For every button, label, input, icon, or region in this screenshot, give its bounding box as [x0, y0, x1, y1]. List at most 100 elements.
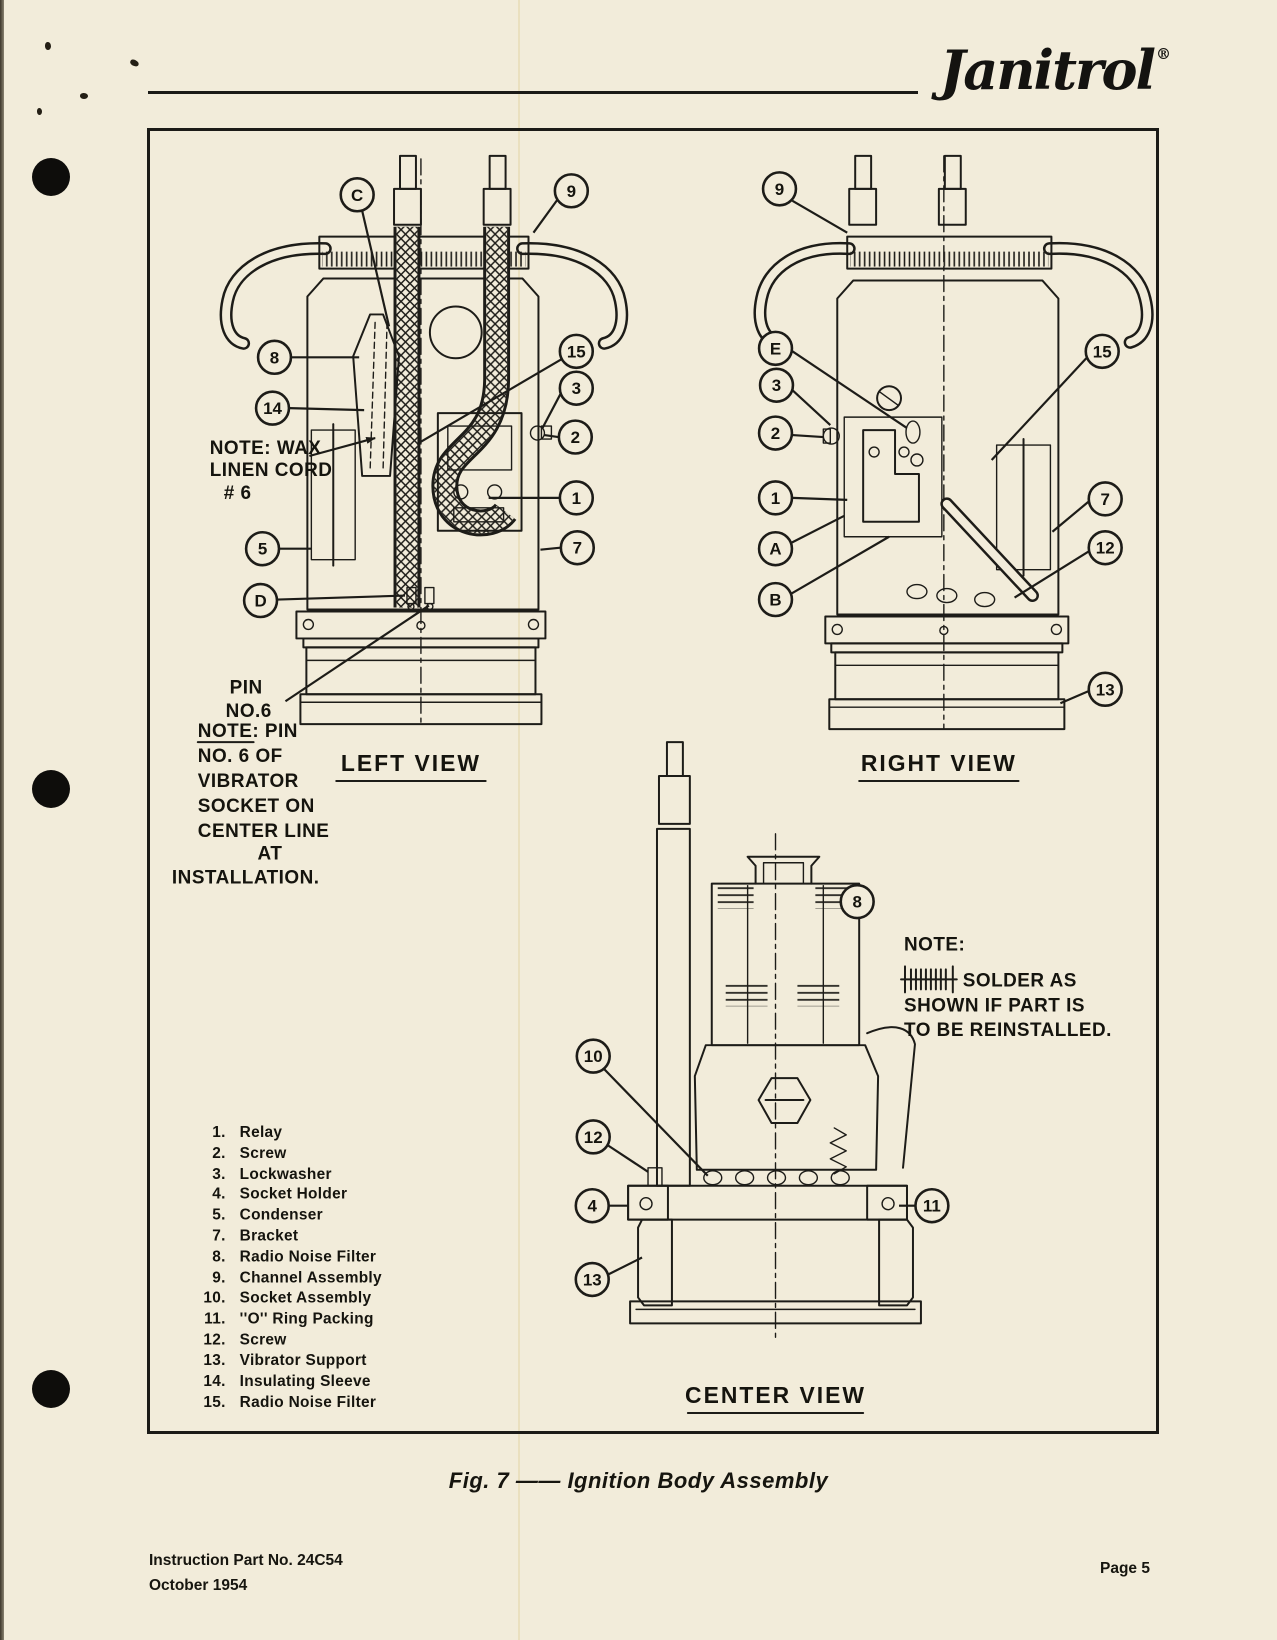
callout-label: 9 [775, 180, 784, 199]
callout-2: 2 [557, 419, 594, 455]
hole-punch [32, 158, 70, 196]
callout-C: C [339, 177, 375, 213]
header-rule [148, 91, 918, 94]
parts-list-num: 14. [203, 1373, 225, 1390]
parts-list-num: 7. [212, 1228, 225, 1245]
figure-box: C 9 8 14 15 3 2 1 7 5 D NOTE: WAX LINEN … [147, 128, 1159, 1434]
solder-note-heading: NOTE: [904, 934, 965, 955]
right-view-callouts: 9 E 3 2 1 A B 15 7 12 13 [757, 171, 1123, 708]
parts-list-name: Condenser [240, 1207, 323, 1224]
pin-note-lead: NOTE [198, 721, 253, 742]
callout-12: 12 [575, 1119, 611, 1155]
parts-list-num: 4. [212, 1186, 225, 1203]
callout-2: 2 [757, 415, 794, 451]
parts-list-num: 15. [203, 1394, 225, 1411]
figure-caption: Fig. 7 —— Ignition Body Assembly [448, 1468, 829, 1493]
parts-list-name: Radio Noise Filter [240, 1249, 377, 1266]
pin-note-line: INSTALLATION. [172, 868, 320, 889]
pin-label-line: PIN [230, 677, 263, 698]
callout-label: 3 [772, 376, 781, 395]
callout-9: 9 [553, 173, 590, 209]
right-view-notes: RIGHT VIEW [858, 750, 1020, 782]
callout-8: 8 [256, 339, 293, 376]
ink-speck [80, 93, 88, 99]
scan-crease [518, 0, 520, 1640]
solder-hatch-icon [900, 965, 958, 994]
parts-list-name: Insulating Sleeve [240, 1373, 371, 1390]
parts-list-num: 10. [203, 1289, 225, 1306]
callout-label: 5 [258, 540, 267, 559]
callout-label: 12 [1096, 539, 1115, 558]
pin-label-line: NO.6 [226, 701, 272, 722]
callout-label: 15 [567, 342, 586, 361]
left-view-drawing [219, 154, 629, 728]
callout-13: 13 [1087, 671, 1123, 708]
pin-note-line: AT [258, 844, 283, 865]
callout-1: 1 [757, 480, 794, 516]
parts-list-name: ''O'' Ring Packing [240, 1310, 374, 1327]
registered-mark: ® [1156, 45, 1171, 63]
parts-list-num: 2. [212, 1145, 225, 1162]
footer-part-no: Instruction Part No. 24C54 [149, 1552, 343, 1569]
parts-list-name: Bracket [240, 1228, 299, 1245]
parts-list-name: Lockwasher [240, 1166, 332, 1183]
brand-logo: Janitrol® [940, 38, 1171, 102]
callout-label: 14 [263, 399, 282, 418]
callout-label: A [769, 540, 781, 559]
solder-note-line: SHOWN IF PART IS [904, 995, 1085, 1016]
pin-note-line: NO. 6 OF [198, 746, 283, 767]
left-view-callouts: C 9 8 14 15 3 2 1 7 5 D [242, 173, 596, 619]
parts-list-num: 12. [203, 1331, 225, 1348]
callout-label: 8 [270, 348, 279, 367]
parts-list-num: 3. [212, 1166, 225, 1183]
callout-E: E [757, 330, 794, 367]
pin-note-line: VIBRATOR [198, 771, 299, 792]
ink-speck [45, 42, 51, 50]
callout-14: 14 [254, 390, 291, 426]
callout-15: 15 [558, 333, 595, 370]
callout-7: 7 [559, 529, 596, 566]
callout-label: 15 [1093, 342, 1112, 361]
callout-5: 5 [244, 530, 281, 567]
callout-label: C [351, 186, 363, 205]
callout-label: 7 [1100, 490, 1109, 509]
left-view-title: LEFT VIEW [341, 750, 481, 776]
footer-date: October 1954 [149, 1577, 248, 1594]
callout-1: 1 [558, 480, 595, 516]
left-view-leaders [277, 199, 562, 703]
callout-label: 7 [573, 539, 582, 558]
parts-list-name: Vibrator Support [240, 1352, 367, 1369]
parts-list-num: 11. [204, 1310, 226, 1327]
callout-label: B [769, 591, 781, 610]
footer-left: Instruction Part No. 24C54 October 1954 [149, 1548, 343, 1598]
parts-list-name: Radio Noise Filter [240, 1394, 377, 1411]
callout-label: 1 [771, 489, 780, 508]
callout-label: 2 [771, 424, 780, 443]
center-view-notes: NOTE: SOLDER AS SHOWN IF PART IS TO BE R… [685, 934, 1111, 1415]
brand-name: Janitrol [939, 38, 1156, 102]
figure-drawing: C 9 8 14 15 3 2 1 7 5 D NOTE: WAX LINEN … [172, 154, 1154, 1415]
left-view-notes: NOTE: WAX LINEN CORD # 6 PIN NO.6 NOTE: … [172, 438, 487, 889]
parts-list-num: 9. [212, 1269, 225, 1286]
callout-label: 4 [588, 1197, 598, 1216]
footer-page-number: Page 5 [1100, 1560, 1150, 1577]
pin-note-line: SOCKET ON [198, 796, 315, 817]
callout-label: 8 [852, 893, 861, 912]
ink-speck [129, 58, 140, 68]
parts-list-name: Socket Assembly [240, 1289, 372, 1306]
callout-label: 11 [923, 1197, 941, 1216]
pin-note-line: CENTER LINE [198, 821, 330, 842]
callout-3: 3 [558, 370, 595, 406]
right-view-drawing [753, 154, 1154, 731]
callout-label: 2 [571, 428, 580, 447]
callout-7: 7 [1087, 481, 1123, 517]
parts-list-num: 13. [203, 1352, 225, 1369]
callout-8: 8 [839, 883, 875, 920]
parts-list-name: Socket Holder [240, 1186, 348, 1203]
callout-label: 12 [584, 1128, 603, 1147]
callout-label: 1 [572, 489, 581, 508]
right-view-leaders [790, 199, 1089, 705]
right-view-title: RIGHT VIEW [861, 750, 1017, 776]
hole-punch [32, 770, 70, 808]
